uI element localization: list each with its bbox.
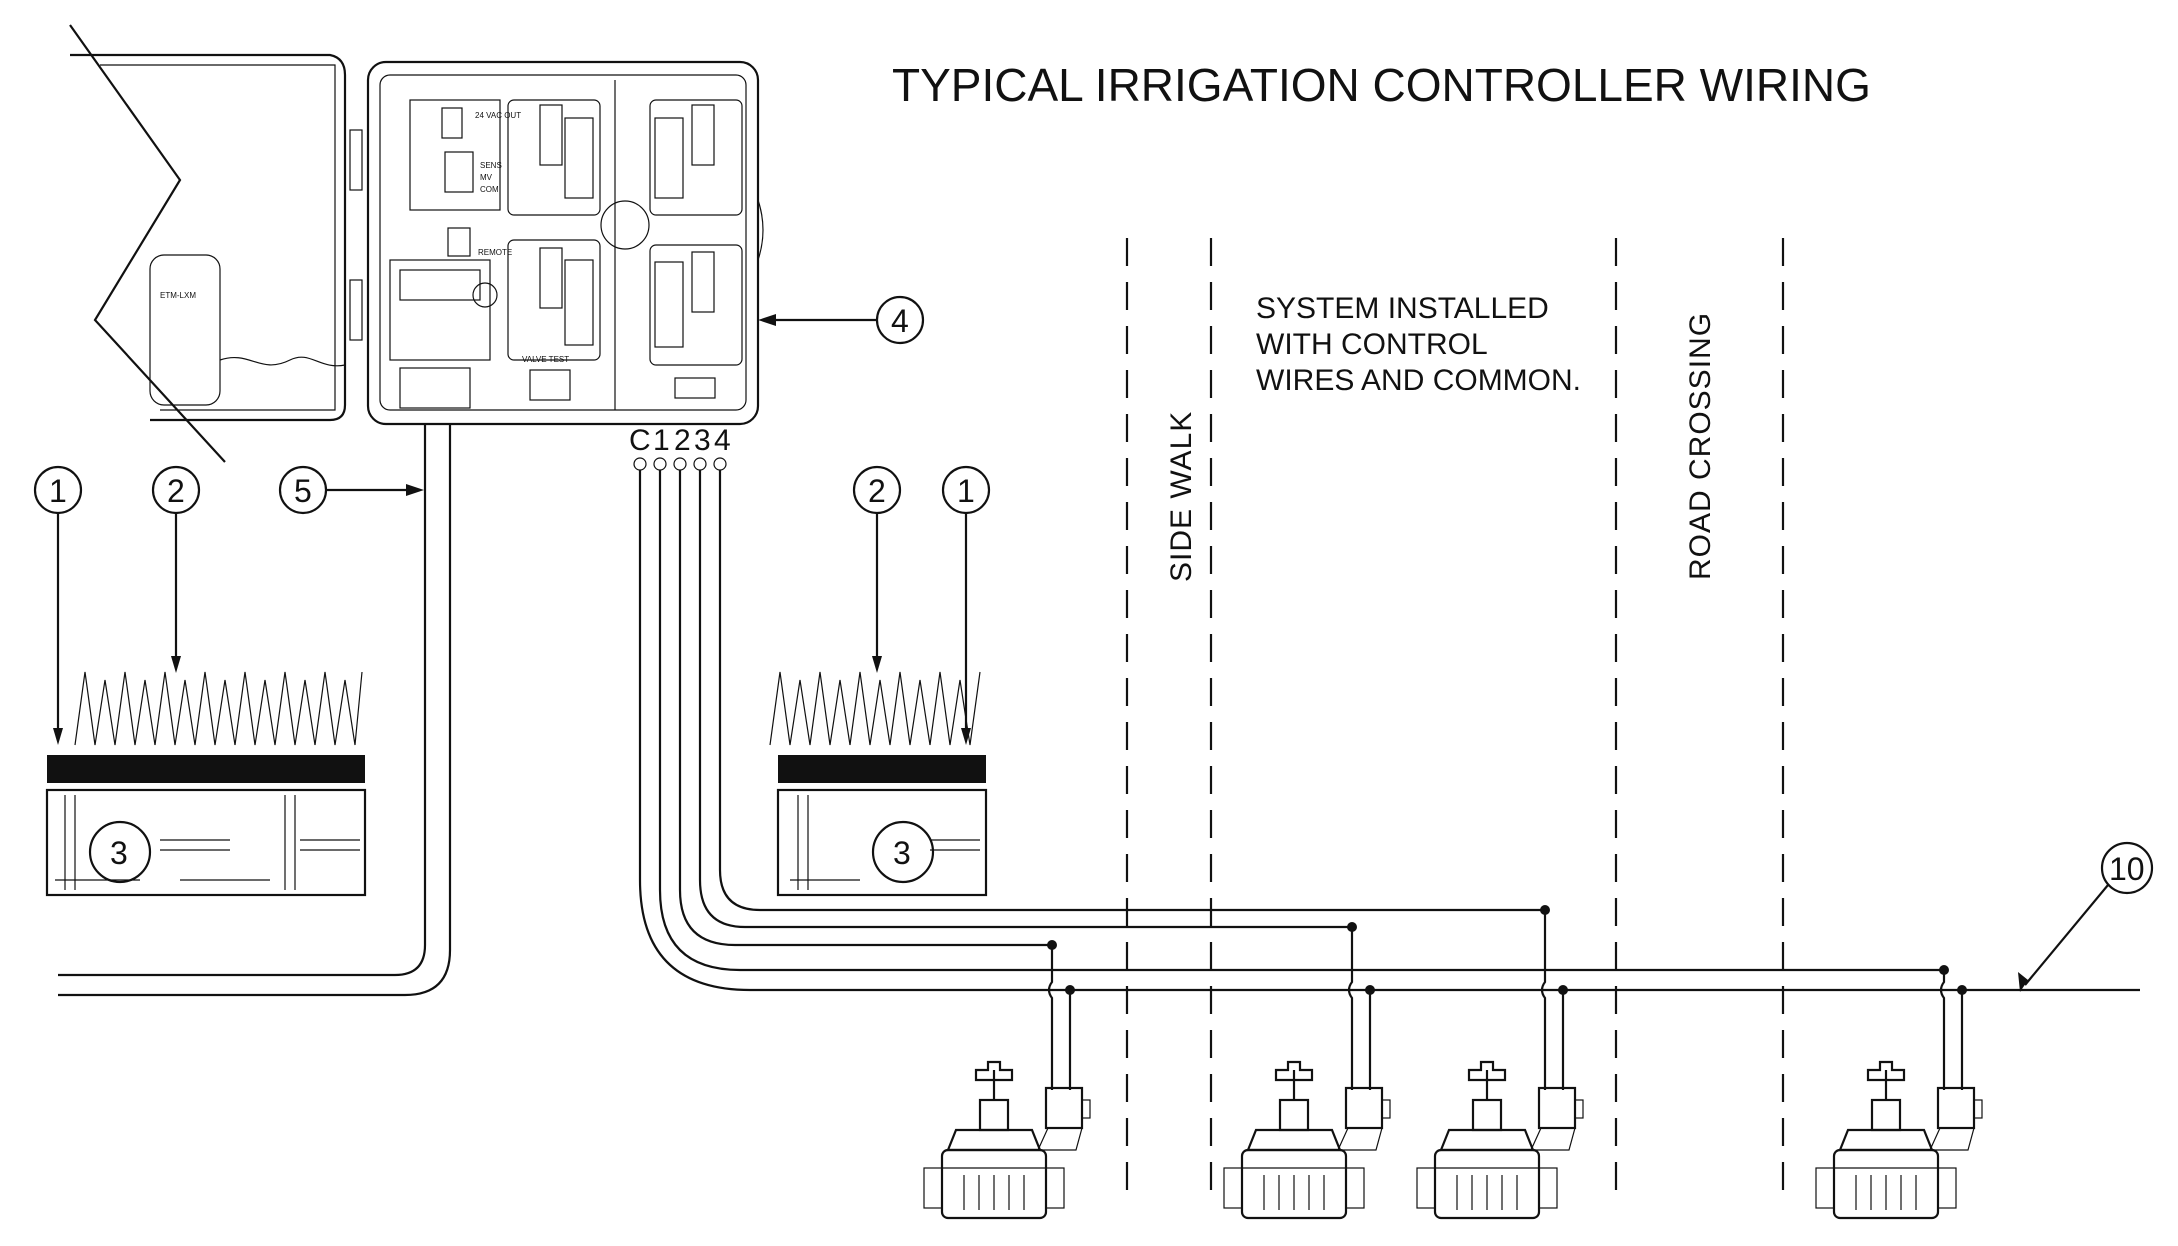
sidewalk-label: SIDE WALK: [1165, 411, 1198, 582]
turf-section-right: 3: [769, 671, 988, 897]
callout-2-right: 2: [852, 465, 902, 673]
terminal-label-2: 2: [674, 424, 691, 457]
valve-3: [1416, 905, 1584, 1220]
svg-text:10: 10: [2109, 851, 2145, 887]
valve-1: [923, 940, 1091, 1220]
svg-text:4: 4: [891, 303, 909, 339]
valve-3-solenoid: [1537, 1086, 1577, 1130]
callout-4: 4: [758, 295, 925, 345]
soil-block: [45, 788, 367, 897]
wire-entry-hole: [600, 200, 650, 250]
callout-1-right: 1: [941, 465, 991, 745]
valve-4-solenoid: [1936, 1086, 1976, 1130]
callout-1-left: 1: [33, 465, 83, 745]
terminal-label-c: C: [629, 424, 651, 457]
callout-3-left: 3: [110, 835, 128, 871]
valves: [923, 905, 1983, 1220]
valve-2-solenoid: [1344, 1086, 1384, 1130]
control-wires: [638, 470, 2140, 992]
remote-label: REMOTE: [478, 248, 512, 257]
com-label: COM: [480, 185, 499, 194]
vac-out-label: 24 VAC OUT: [475, 111, 521, 120]
svg-text:2: 2: [868, 473, 886, 509]
terminal-label-4: 4: [714, 424, 731, 457]
sens-label: SENS: [480, 161, 502, 170]
callout-2-left: 2: [151, 465, 201, 673]
terminal-label-3: 3: [694, 424, 711, 457]
terminal-label-1: 1: [653, 424, 670, 457]
mulch-layer: [47, 755, 365, 783]
valve-test-label: VALVE TEST: [522, 355, 569, 364]
station-module-2: [507, 239, 601, 361]
valve-1-handle: [974, 1060, 1014, 1082]
terminal-strip: C 1 2 3 4: [629, 424, 731, 471]
note-line-1: SYSTEM INSTALLED: [1256, 292, 1549, 325]
mulch-layer-right: [778, 755, 986, 783]
svg-text:1: 1: [957, 473, 975, 509]
valve-4-handle: [1866, 1060, 1906, 1082]
valve-3-handle: [1467, 1060, 1507, 1082]
controller-cabinet: 24 VAC OUT SENS MV COM REMOTE: [366, 60, 764, 426]
valve-2-handle: [1274, 1060, 1314, 1082]
callout-5: 5: [278, 465, 424, 515]
valve-4: [1815, 965, 1983, 1220]
svg-text:5: 5: [294, 473, 312, 509]
power-conduit: [58, 424, 452, 997]
svg-text:1: 1: [49, 473, 67, 509]
note-line-3: WIRES AND COMMON.: [1256, 364, 1581, 397]
station-module-1: [507, 99, 601, 216]
system-note: SYSTEM INSTALLED WITH CONTROL WIRES AND …: [1256, 292, 1581, 397]
soil-block-right: [776, 788, 988, 897]
module-label: ETM-LXM: [160, 291, 196, 300]
valve-1-solenoid: [1044, 1086, 1084, 1130]
station-module-4: [649, 244, 743, 366]
controller-door: ETM-LXM: [69, 24, 363, 463]
station-module-3: [649, 99, 743, 216]
svg-text:2: 2: [167, 473, 185, 509]
diagram-title: TYPICAL IRRIGATION CONTROLLER WIRING: [892, 59, 1871, 111]
note-line-2: WITH CONTROL: [1256, 328, 1488, 361]
turf-section-left: 3: [45, 671, 367, 897]
road-crossing-label: ROAD CROSSING: [1684, 312, 1717, 580]
mv-label: MV: [480, 173, 493, 182]
callout-3-right: 3: [893, 835, 911, 871]
zone-boundaries: [1125, 238, 1785, 1190]
callout-10: 10: [2018, 841, 2154, 992]
valve-2: [1223, 922, 1391, 1220]
